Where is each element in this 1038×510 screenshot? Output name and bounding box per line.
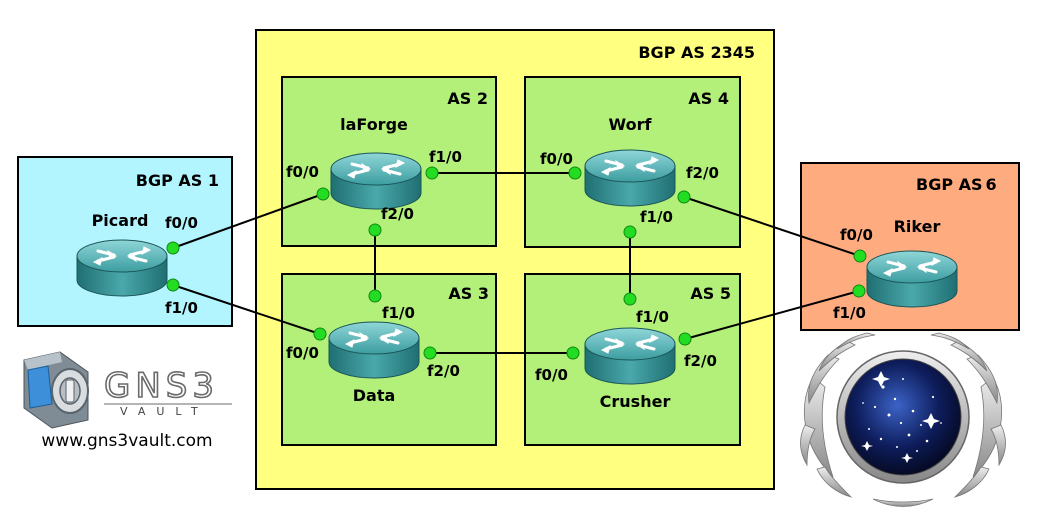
router-name-picard: Picard (92, 211, 149, 230)
zone-label-as6-number: 6 (986, 175, 997, 194)
router-name-riker: Riker (894, 217, 941, 236)
router-name-data: Data (353, 386, 396, 405)
port-dot-data-f10 (368, 289, 382, 303)
port-dot-worf-f00 (568, 166, 582, 180)
gns3-vault-logo: GNS3 VAULT (23, 351, 232, 429)
iface-label-laforge-f20: f2/0 (381, 205, 414, 223)
link-crusher-riker (684, 290, 860, 340)
port-dot-data-f20 (423, 346, 437, 360)
zone-label-as4: AS 4 (688, 89, 729, 108)
zone-bgp-as-6 (800, 162, 1020, 331)
iface-label-worf-f20: f2/0 (686, 164, 719, 182)
link-picard-data (172, 284, 321, 335)
zone-label-as5: AS 5 (690, 284, 731, 303)
port-dot-data-f00 (313, 327, 327, 341)
logo-wordmark: GNS3 (104, 366, 219, 406)
zone-label-as2345: BGP AS 2345 (638, 43, 755, 62)
port-dot-riker-f00 (853, 249, 867, 263)
router-picard[interactable]: Picard (75, 211, 169, 298)
iface-label-crusher-f20: f2/0 (684, 352, 717, 370)
port-dot-picard-f00 (166, 241, 180, 255)
router-name-worf: Worf (609, 115, 653, 134)
iface-label-worf-f10: f1/0 (640, 208, 673, 226)
iface-label-riker-f10: f1/0 (833, 304, 866, 322)
federation-emblem (800, 332, 1006, 507)
router-data[interactable]: Data (327, 320, 421, 405)
laurel-wreath-icon (800, 332, 1006, 507)
router-laforge[interactable]: laForge (329, 115, 423, 211)
iface-label-riker-f00: f0/0 (840, 226, 873, 244)
zone-label-as3: AS 3 (448, 284, 489, 303)
port-dot-crusher-f10 (623, 292, 637, 306)
zone-label-as6-text: BGP AS (916, 175, 983, 194)
port-dot-picard-f10 (166, 278, 180, 292)
router-riker[interactable]: Riker (865, 217, 959, 309)
iface-label-picard-f00: f0/0 (165, 214, 198, 232)
iface-label-data-f20: f2/0 (427, 362, 460, 380)
link-picard-laforge (172, 193, 324, 249)
router-name-crusher: Crusher (600, 392, 671, 411)
iface-label-picard-f10: f1/0 (165, 299, 198, 317)
zone-label-as2: AS 2 (447, 89, 488, 108)
vault-cube-icon (23, 351, 89, 429)
iface-label-data-f00: f0/0 (286, 344, 319, 362)
iface-label-worf-f00: f0/0 (540, 150, 573, 168)
iface-label-laforge-f00: f0/0 (286, 163, 319, 181)
port-dot-riker-f10 (852, 284, 866, 298)
website-url: www.gns3vault.com (41, 431, 212, 451)
zone-label-as1: BGP AS 1 (136, 171, 219, 190)
port-dot-crusher-f00 (566, 346, 580, 360)
port-dot-worf-f20 (677, 190, 691, 204)
iface-label-crusher-f00: f0/0 (535, 366, 568, 384)
stars-icon (861, 371, 942, 463)
iface-label-crusher-f10: f1/0 (636, 308, 669, 326)
port-dot-laforge-f20 (368, 223, 382, 237)
router-worf[interactable]: Worf (583, 115, 677, 208)
port-dot-crusher-f20 (678, 332, 692, 346)
logo-subtitle: VAULT (120, 405, 209, 418)
iface-label-laforge-f10: f1/0 (429, 148, 462, 166)
iface-label-data-f10: f1/0 (382, 304, 415, 322)
router-name-laforge: laForge (340, 115, 408, 134)
starfield-globe (844, 358, 962, 476)
link-worf-riker (683, 196, 861, 257)
port-dot-laforge-f00 (316, 187, 330, 201)
port-dot-worf-f10 (623, 225, 637, 239)
port-dot-laforge-f10 (425, 166, 439, 180)
router-crusher[interactable]: Crusher (583, 326, 677, 411)
